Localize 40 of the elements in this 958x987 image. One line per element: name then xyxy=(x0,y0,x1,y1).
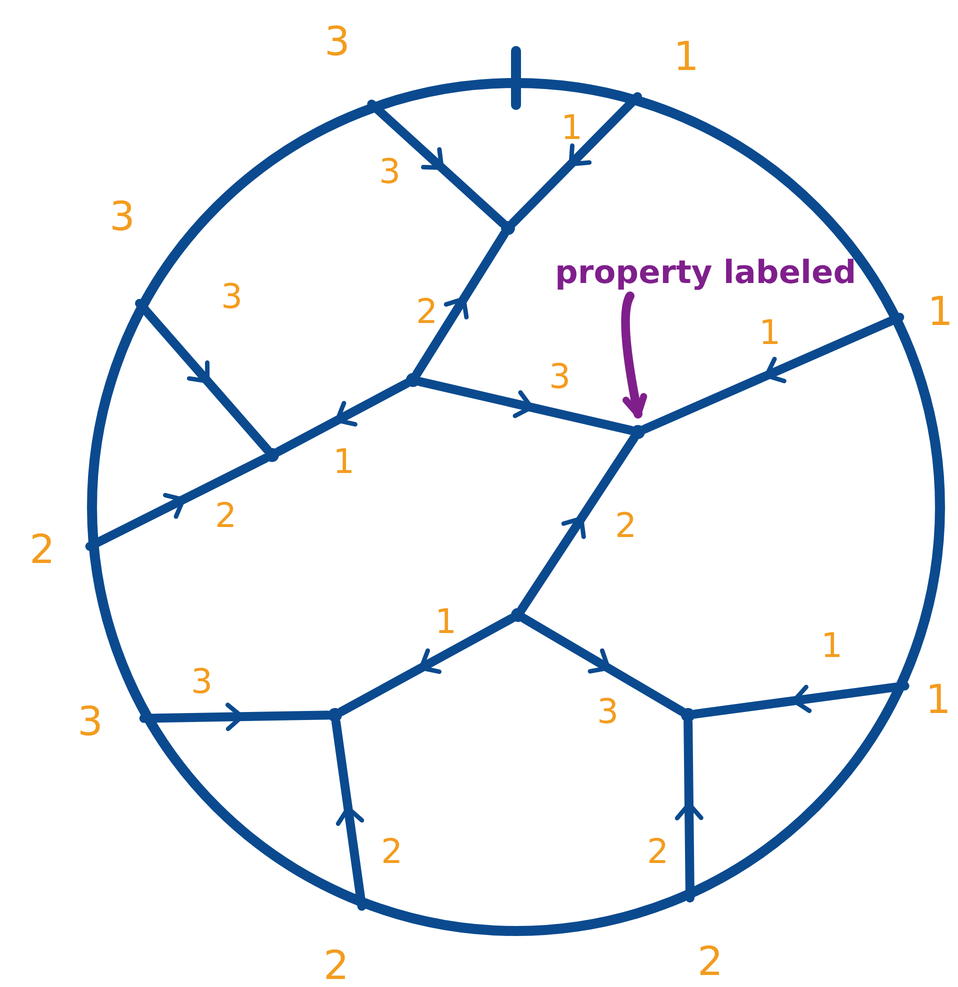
edge-label: 3 xyxy=(549,360,571,394)
arrow xyxy=(85,454,270,551)
edge-label: 1 xyxy=(759,316,781,350)
edge-label: 1 xyxy=(561,111,583,145)
arrow xyxy=(274,378,412,456)
annotation-text: property labeled xyxy=(555,254,855,290)
edge-label: 1 xyxy=(435,605,457,639)
boundary-label: 1 xyxy=(928,292,953,332)
arrow xyxy=(336,614,516,716)
arrow xyxy=(517,433,639,614)
arrow xyxy=(508,92,642,228)
boundary-label: 2 xyxy=(324,946,349,986)
edge-label: 2 xyxy=(647,835,669,869)
edge-label: 3 xyxy=(221,280,243,314)
arrow xyxy=(135,298,272,454)
boundary-label: 1 xyxy=(674,37,699,77)
edge-label: 2 xyxy=(215,499,237,533)
boundary-label: 3 xyxy=(78,702,103,742)
edge-label: 2 xyxy=(381,835,403,869)
arrow xyxy=(415,377,636,435)
edge-label: 1 xyxy=(333,445,355,479)
arrow xyxy=(520,614,686,716)
edge-label: 1 xyxy=(821,629,843,663)
edge-label: 2 xyxy=(615,509,637,543)
boundary-label: 3 xyxy=(110,197,135,237)
edge-label: 3 xyxy=(191,665,213,699)
edge-label: 3 xyxy=(379,155,401,189)
boundary-label: 3 xyxy=(324,22,350,62)
edge-label: 2 xyxy=(416,295,438,329)
arrow xyxy=(367,100,508,228)
junction-dot xyxy=(406,373,420,387)
boundary-label: 2 xyxy=(30,530,55,570)
arrow xyxy=(640,312,904,434)
junction-dot xyxy=(631,425,645,439)
boundary-label: 1 xyxy=(926,680,951,720)
arrow xyxy=(412,229,509,379)
leader-arrow xyxy=(621,292,648,418)
boundary-label: 2 xyxy=(698,942,723,982)
edge-label: 3 xyxy=(597,695,619,729)
junction-dot xyxy=(511,608,525,622)
